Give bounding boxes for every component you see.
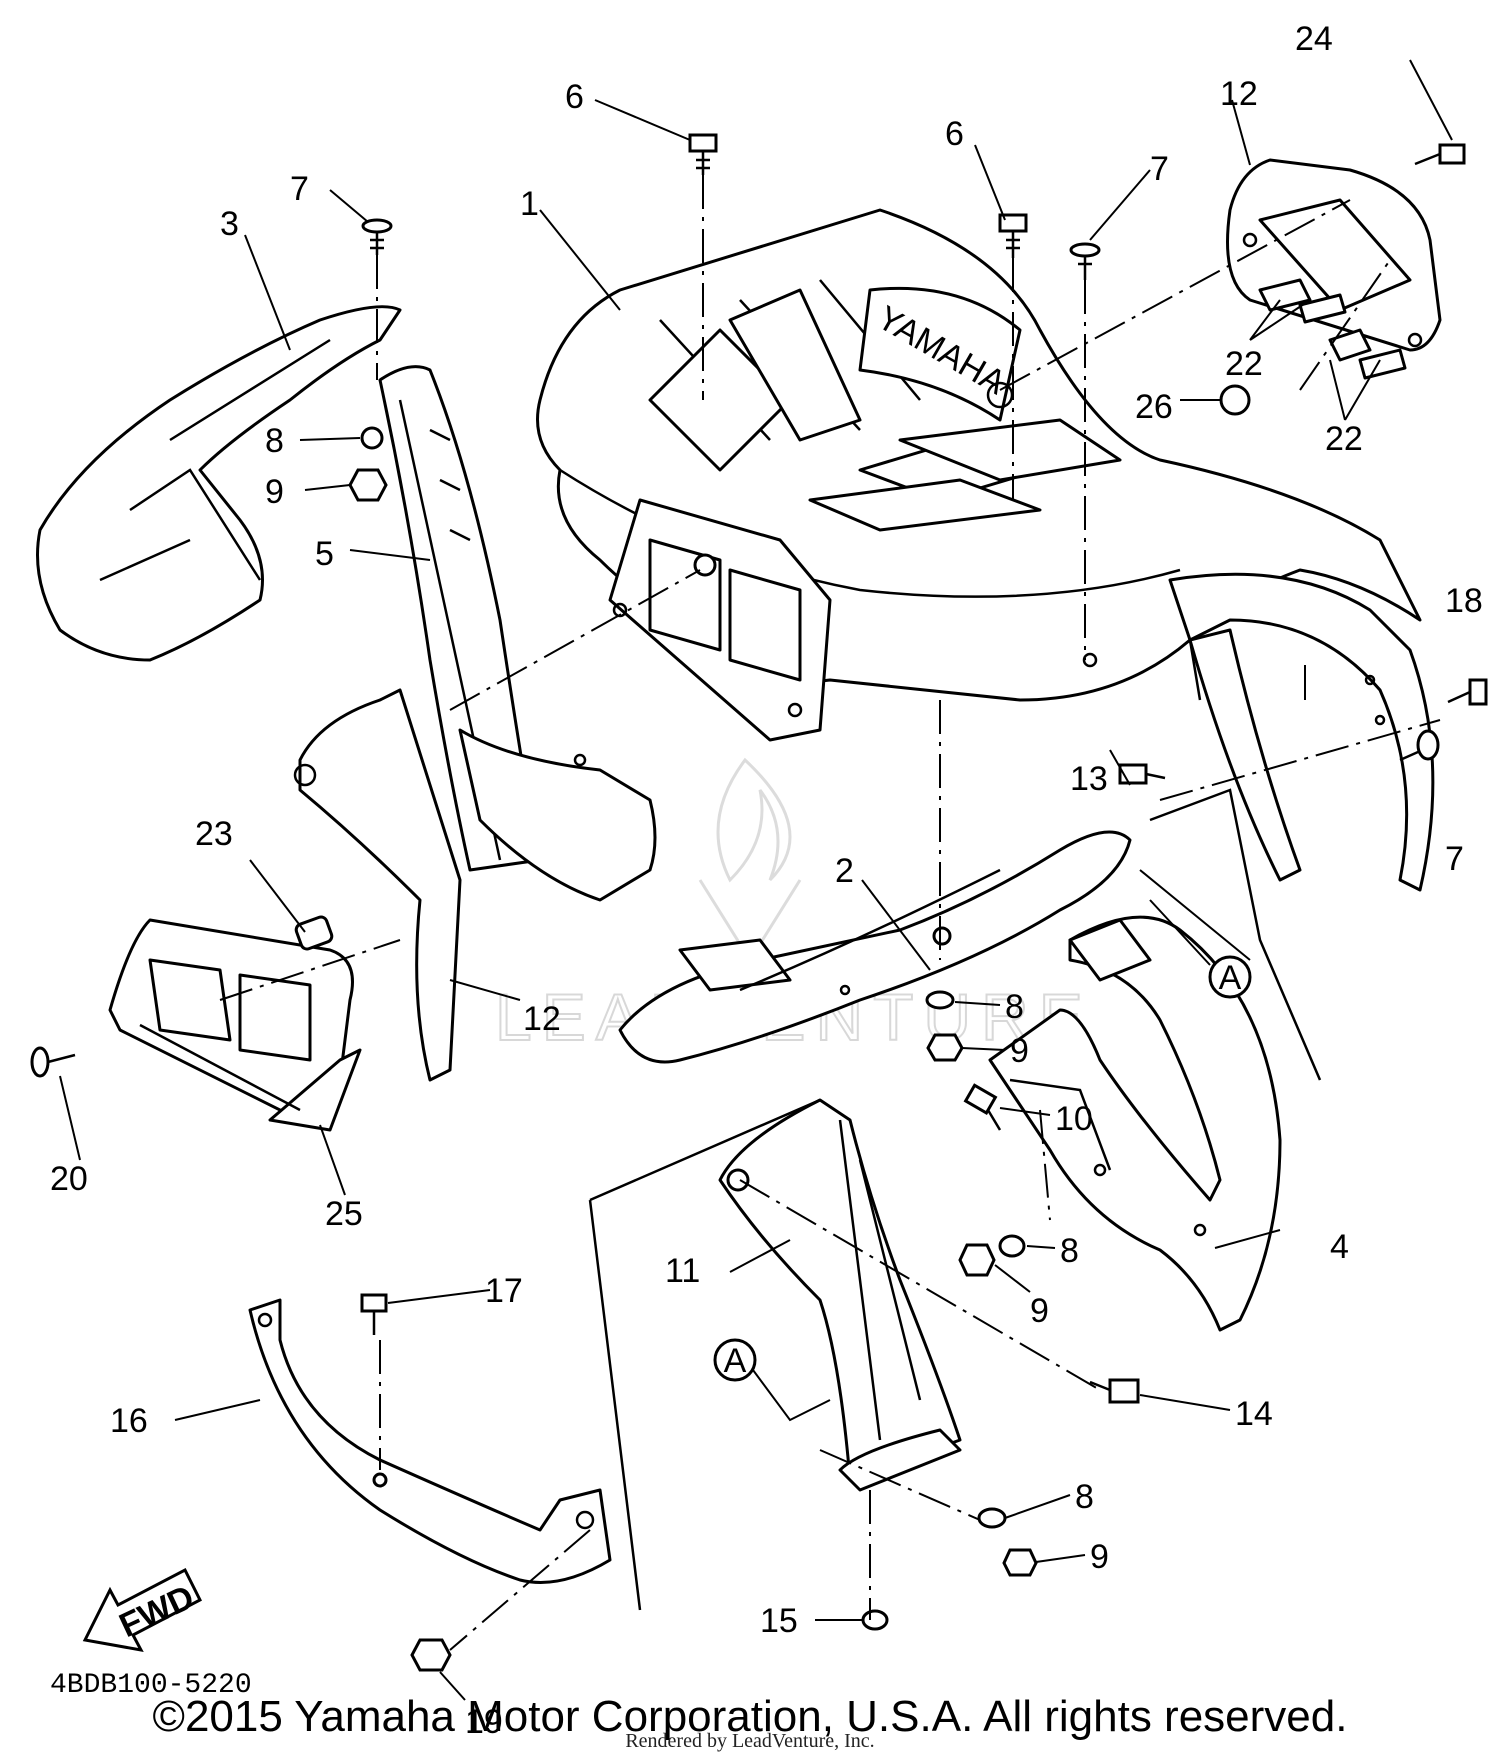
tail-light-housing[interactable] [1226, 158, 1442, 352]
cushion-pads[interactable] [1258, 278, 1407, 380]
headlight-assembly[interactable] [108, 918, 362, 1132]
washer-8-d[interactable] [977, 1507, 1007, 1529]
nut-9-d[interactable] [1002, 1548, 1038, 1577]
callout-14: 14 [1235, 1395, 1273, 1433]
callout-1: 1 [520, 185, 539, 223]
screw-7-left[interactable] [361, 218, 393, 255]
bolt-17[interactable] [360, 1293, 388, 1335]
callout-9-d: 9 [1090, 1538, 1109, 1576]
bolt-18[interactable] [1447, 678, 1488, 706]
hardware [30, 133, 1488, 1672]
rendered-by-credit: Rendered by LeadVenture, Inc. [625, 1730, 875, 1752]
callout-10: 10 [1055, 1100, 1093, 1138]
screw-7-right[interactable] [1399, 729, 1440, 762]
bolt-24[interactable] [1414, 143, 1466, 166]
callout-15: 15 [760, 1602, 798, 1640]
front-cover-mount-hole [932, 926, 952, 946]
callout-4: 4 [1330, 1228, 1349, 1266]
copyright-notice: ©2015 Yamaha Motor Corporation, U.S.A. A… [152, 1692, 1348, 1741]
callout-6-right: 6 [945, 115, 964, 153]
nut-19[interactable] [410, 1638, 452, 1672]
ref-marker-a-upper-label: A [1219, 959, 1242, 997]
callout-13: 13 [1070, 760, 1108, 798]
bolt-6-left[interactable] [688, 133, 718, 175]
callout-12: 12 [523, 1000, 561, 1038]
callout-19: 19 [465, 1703, 503, 1741]
spacer-23[interactable] [294, 915, 334, 951]
bolt-14[interactable] [1089, 1378, 1140, 1404]
screw-7-center[interactable] [1069, 242, 1101, 280]
left-front-guard[interactable] [36, 305, 402, 662]
callout-18: 18 [1445, 582, 1483, 620]
lower-center-guard[interactable] [718, 1098, 962, 1492]
callout-7-right: 7 [1445, 840, 1464, 878]
ref-marker-a-upper: A [1139, 869, 1252, 999]
callout-24: 24 [1295, 20, 1333, 58]
brace-bolt-hole [372, 1472, 388, 1488]
callout-7-center: 7 [1150, 150, 1169, 188]
bolt-10[interactable] [963, 1083, 1002, 1131]
callout-11: 11 [665, 1252, 700, 1290]
washer-8-b[interactable] [925, 990, 955, 1010]
screw-20[interactable] [30, 1046, 76, 1078]
callout-7-left: 7 [290, 170, 309, 208]
callout-16: 16 [110, 1402, 148, 1440]
callout-5: 5 [315, 535, 334, 573]
callout-8-c: 8 [1060, 1232, 1079, 1270]
nut-9-a[interactable] [348, 468, 388, 502]
washer-15[interactable] [861, 1609, 889, 1631]
callout-labels: 6 6 7 7 7 12 24 1 3 8 9 5 26 22 22 18 13… [50, 20, 1483, 1741]
front-bumper-brace[interactable] [248, 1298, 612, 1584]
ref-marker-a-lower: A [713, 1338, 831, 1422]
callout-23: 23 [195, 815, 233, 853]
leader-lines [59, 59, 1453, 1701]
left-side-panel[interactable] [378, 365, 657, 902]
callout-9-b: 9 [1010, 1032, 1029, 1070]
callout-2: 2 [835, 852, 854, 890]
front-fender-right-arch [1168, 572, 1435, 892]
callout-25: 25 [325, 1195, 363, 1233]
callout-3: 3 [220, 205, 239, 243]
fwd-arrow: FWD [82, 1567, 203, 1653]
callout-8-a: 8 [265, 422, 284, 460]
washer-8-a[interactable] [360, 426, 384, 450]
callout-8-d: 8 [1075, 1478, 1094, 1516]
callout-8-b: 8 [1005, 988, 1024, 1026]
drawing-code: 4BDB100-5220 [50, 1670, 252, 1701]
grommet-26[interactable] [1219, 384, 1251, 416]
washer-8-c[interactable] [998, 1234, 1026, 1258]
callout-17: 17 [485, 1272, 523, 1310]
nut-9-b[interactable] [926, 1033, 964, 1062]
callout-6-left: 6 [565, 78, 584, 116]
lower-guard-mount-hole [726, 1168, 750, 1192]
callout-20: 20 [50, 1160, 88, 1198]
callout-21: 12 [1220, 75, 1258, 113]
bolt-6-right[interactable] [998, 213, 1028, 258]
callout-22-b: 22 [1325, 420, 1363, 458]
nut-9-c[interactable] [958, 1243, 996, 1277]
fender-headlight-housing [608, 498, 832, 742]
front-center-cover[interactable] [618, 830, 1132, 1064]
left-lower-panel[interactable] [293, 688, 462, 1082]
callout-9-c: 9 [1030, 1292, 1049, 1330]
right-front-guard[interactable] [988, 915, 1282, 1332]
callout-9-a: 9 [265, 473, 284, 511]
callout-22-a: 22 [1225, 345, 1263, 383]
ref-marker-a-lower-label: A [724, 1342, 747, 1380]
callout-26: 26 [1135, 388, 1173, 426]
assembly-lines [219, 175, 1441, 1651]
